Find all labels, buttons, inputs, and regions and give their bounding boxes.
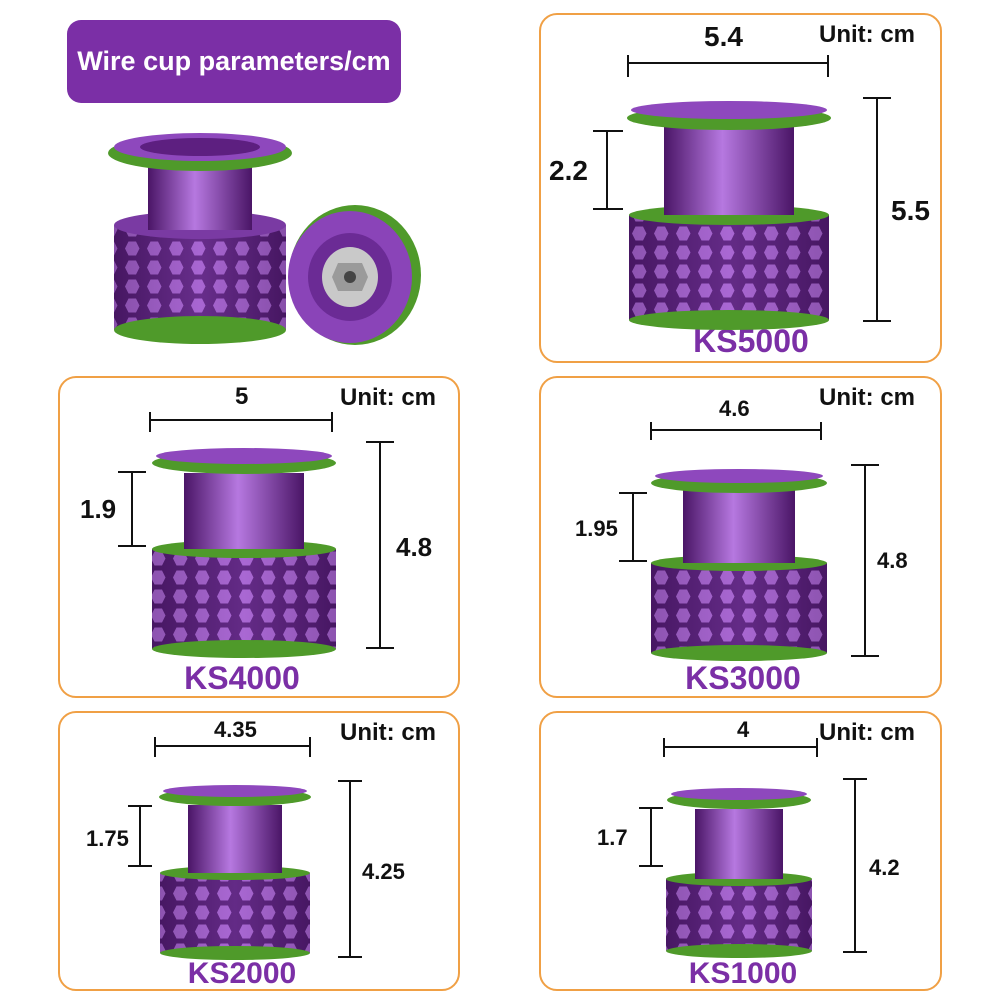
spool-icon — [159, 785, 311, 960]
unit-label: Unit: cm — [340, 719, 436, 746]
groove-label: 1.9 — [80, 494, 117, 524]
unit-label: Unit: cm — [819, 384, 915, 411]
height-label: 4.2 — [869, 855, 900, 880]
spool-card-ks2000: Unit: cm 4.35 1.75 4.25 KS2000 — [58, 711, 460, 991]
width-label: 4 — [737, 717, 750, 742]
model-label: KS2000 — [187, 957, 297, 990]
width-label: 4.6 — [719, 396, 750, 421]
groove-label: 1.75 — [86, 826, 129, 851]
groove-label: 1.7 — [597, 825, 628, 850]
model-label: KS4000 — [184, 660, 300, 696]
spool-hero-image — [108, 133, 421, 345]
groove-label: 1.95 — [575, 516, 618, 541]
dimension-diagram — [619, 422, 879, 661]
spool-icon — [627, 101, 831, 330]
height-label: 5.5 — [891, 195, 930, 226]
spool-card-ks3000: Unit: cm 4.6 1.95 4.8 KS3000 — [539, 376, 942, 698]
model-label: KS3000 — [685, 660, 801, 696]
spool-icon — [651, 469, 827, 661]
dimension-diagram — [128, 737, 362, 960]
model-label: KS1000 — [688, 957, 798, 990]
width-label: 5 — [235, 383, 249, 410]
unit-label: Unit: cm — [819, 21, 915, 48]
height-label: 4.8 — [396, 532, 433, 562]
unit-label: Unit: cm — [340, 384, 436, 411]
unit-label: Unit: cm — [819, 719, 915, 746]
title-badge: Wire cup parameters/cm — [67, 20, 401, 103]
spool-card-ks4000: Unit: cm 5 1.9 4.8 KS4000 — [58, 376, 460, 698]
height-label: 4.25 — [362, 859, 405, 884]
dimension-diagram — [639, 738, 867, 958]
spool-icon — [666, 788, 812, 958]
spool-card-ks5000: Unit: cm 5.4 2.2 5.5 KS5000 — [539, 13, 942, 363]
groove-label: 2.2 — [549, 155, 588, 186]
page-title: Wire cup parameters/cm — [77, 46, 391, 76]
width-label: 4.35 — [214, 717, 257, 742]
width-label: 5.4 — [704, 21, 743, 52]
spool-card-ks1000: Unit: cm 4 1.7 4.2 KS1000 — [539, 711, 942, 991]
height-label: 4.8 — [877, 548, 908, 573]
spool-icon — [152, 448, 336, 658]
dimension-diagram — [118, 412, 394, 658]
dimension-diagram — [593, 55, 891, 330]
